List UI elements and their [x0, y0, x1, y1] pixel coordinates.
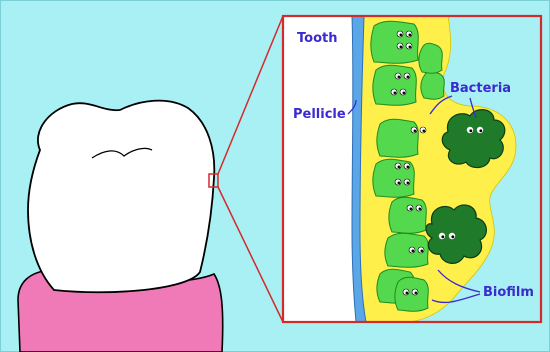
inset-panel: Tooth Pellicle Bacteria Biofilm — [283, 16, 541, 322]
bacterium-cell — [373, 65, 416, 105]
bacterium-pupil — [407, 166, 410, 169]
bacterium-pupil — [409, 34, 412, 37]
bacterium-pupil — [415, 292, 418, 295]
bacterium-pupil — [398, 166, 401, 169]
bacterium-pupil — [400, 34, 403, 37]
label-pellicle: Pellicle — [293, 107, 346, 122]
bacterium-pupil — [407, 76, 410, 79]
bacterium-pupil — [410, 208, 413, 211]
bacterium-pupil — [409, 46, 412, 49]
bacterium-pupil — [421, 250, 424, 253]
bacterium-pupil — [398, 76, 401, 79]
bacterium-pupil — [403, 92, 406, 95]
bacterium-cell — [371, 21, 418, 63]
bacterium-pupil — [419, 208, 422, 211]
bacterium-pupil — [406, 292, 409, 295]
label-biofilm: Biofilm — [483, 285, 534, 300]
bacterium-cell — [389, 197, 426, 233]
bacterium-cell — [421, 71, 444, 99]
tooth-surface — [283, 16, 356, 322]
bacterium-pupil — [398, 182, 401, 185]
bacterium-pupil — [412, 250, 415, 253]
label-tooth: Tooth — [297, 31, 337, 46]
bacterium-pupil — [394, 92, 397, 95]
bacterium-pupil — [414, 130, 417, 133]
bacterium-cell — [377, 119, 418, 157]
bacterium-cell — [419, 43, 442, 73]
bacterium-pupil — [423, 130, 426, 133]
bacterium-pupil — [400, 46, 403, 49]
bacterium-pupil — [407, 182, 410, 185]
tooth-crown — [28, 101, 214, 293]
bacterium-cell — [395, 277, 428, 311]
label-bacteria: Bacteria — [450, 81, 511, 96]
